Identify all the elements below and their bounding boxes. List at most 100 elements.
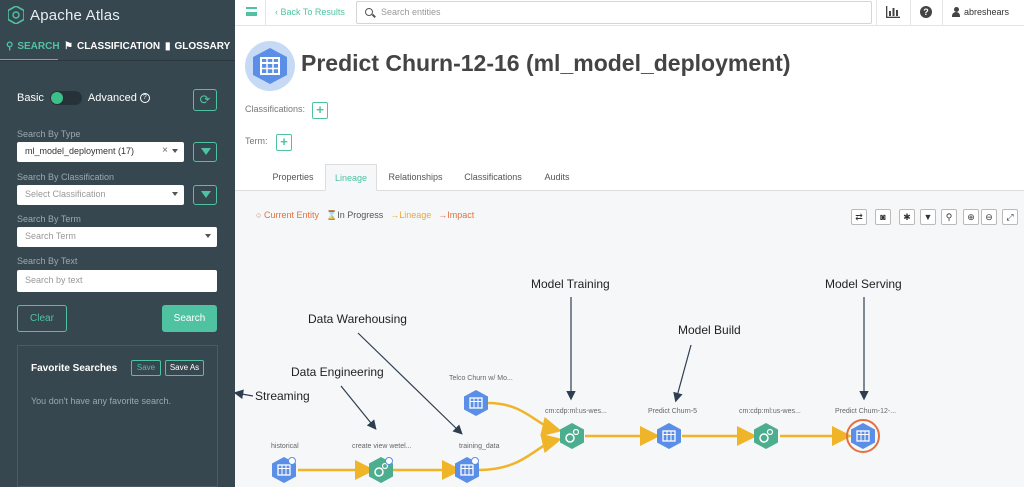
tab-lineage[interactable]: Lineage (325, 164, 377, 191)
search-icon (365, 8, 373, 16)
refresh-button[interactable]: ⟳ (193, 89, 217, 111)
basic-label: Basic (17, 92, 44, 104)
node-label: cm:cdp:ml:us-wes... (739, 408, 801, 415)
page-title: Predict Churn-12-16 (ml_model_deployment… (301, 50, 791, 76)
help-icon[interactable]: ? (139, 93, 150, 103)
edge (487, 401, 562, 437)
tab-glossary[interactable]: ▮ GLOSSARY (165, 41, 230, 52)
circle-icon: ○ (256, 210, 262, 220)
legend-current-entity: ○ Current Entity (256, 210, 319, 221)
user-menu[interactable]: abreshears (952, 7, 1009, 17)
menu-icon[interactable] (246, 7, 257, 16)
annotation-arrow (673, 344, 692, 403)
tab-classification-label: CLASSIFICATION (76, 41, 161, 52)
camera-icon: ◙ (880, 212, 886, 222)
tab-search[interactable]: ⚲ SEARCH (6, 41, 60, 52)
entity-search-placeholder: Search entities (381, 7, 441, 17)
annotation-data-warehousing: Data Warehousing (308, 312, 407, 326)
folder-icon: ▮ (165, 41, 171, 52)
type-filter-button[interactable] (193, 142, 217, 162)
node-telco-churn[interactable] (464, 390, 488, 416)
tab-properties[interactable]: Properties (272, 172, 314, 182)
app-logo[interactable]: Apache Atlas (8, 5, 120, 25)
search-text-input[interactable]: Search by text (17, 270, 217, 292)
term-label: Term: (245, 136, 268, 146)
divider (876, 0, 877, 26)
plus-icon: + (280, 134, 288, 149)
reset-button[interactable]: ⇄ (851, 209, 867, 225)
node-model-training-process[interactable] (560, 423, 584, 449)
node-label: cm:cdp:ml:us-wes... (545, 408, 607, 415)
annotation-arrow (357, 332, 463, 435)
node-training-data[interactable] (455, 457, 479, 483)
search-button[interactable]: Search (162, 305, 217, 332)
filter-button[interactable]: ▼ (920, 209, 936, 225)
lineage-edges (298, 401, 852, 480)
term-select-placeholder: Search Term (25, 231, 76, 241)
lineage-legend: ○ Current Entity ⌛In Progress →Lineage →… (256, 210, 474, 221)
tab-classifications[interactable]: Classifications (464, 172, 522, 182)
user-icon (952, 7, 960, 17)
search-mode-switch[interactable] (49, 91, 82, 105)
save-button[interactable]: Save (131, 360, 161, 376)
favorite-searches-title: Favorite Searches (31, 363, 118, 374)
annotation-streaming: Streaming (255, 389, 310, 403)
node-label: historical (271, 443, 299, 450)
search-by-text-label: Search By Text (17, 256, 78, 266)
top-header: ‹ Back To Results Search entities ? abre… (235, 0, 1024, 26)
search-by-type-label: Search By Type (17, 129, 81, 139)
sidebar: Apache Atlas ⚲ SEARCH ⚑ CLASSIFICATION ▮… (0, 0, 235, 487)
legend-current-entity-label: Current Entity (263, 210, 319, 220)
clear-selection-icon[interactable]: × (162, 145, 168, 156)
settings-button[interactable]: ✱ (899, 209, 915, 225)
add-term-button[interactable]: + (276, 134, 292, 151)
annotation-model-serving: Model Serving (825, 277, 902, 291)
node-model-build-process[interactable] (754, 423, 778, 449)
arrow-right-icon: → (438, 210, 448, 220)
search-icon: ⚲ (945, 212, 953, 222)
lineage-graph[interactable] (235, 230, 1024, 487)
tab-classification[interactable]: ⚑ CLASSIFICATION (64, 41, 160, 52)
divider (942, 0, 943, 26)
annotation-model-training: Model Training (531, 277, 610, 291)
tab-glossary-label: GLOSSARY (174, 41, 231, 52)
export-image-button[interactable]: ◙ (875, 209, 891, 225)
back-to-results-link[interactable]: ‹ Back To Results (275, 7, 345, 17)
classification-select[interactable]: Select Classification (17, 185, 184, 205)
legend-in-progress-label: In Progress (337, 210, 384, 220)
help-icon[interactable]: ? (920, 6, 932, 18)
add-classification-button[interactable]: + (312, 102, 328, 119)
classifications-label: Classifications: (245, 104, 306, 114)
legend-lineage: →Lineage (390, 210, 431, 221)
zoom-in-button[interactable]: ⊕ (963, 209, 979, 225)
tab-search-label: SEARCH (17, 41, 60, 52)
search-node-button[interactable]: ⚲ (941, 209, 957, 225)
switch-knob (50, 92, 63, 104)
entity-search-input[interactable]: Search entities (356, 1, 872, 24)
tab-relationships[interactable]: Relationships (388, 172, 443, 182)
chevron-down-icon (205, 234, 211, 238)
node-predict-churn-current[interactable] (846, 419, 880, 453)
detail-tabs: Properties Lineage Relationships Classif… (235, 164, 1024, 191)
classification-filter-button[interactable] (193, 185, 217, 205)
tab-audits[interactable]: Audits (544, 172, 570, 182)
node-create-view[interactable] (369, 457, 393, 483)
back-label: Back To Results (280, 7, 345, 17)
node-predict-churn-5[interactable] (657, 423, 681, 449)
zoom-in-icon: ⊕ (967, 212, 975, 222)
save-as-button[interactable]: Save As (165, 360, 204, 376)
legend-impact: →Impact (438, 210, 474, 221)
username: abreshears (964, 7, 1010, 17)
statistics-icon[interactable] (886, 6, 900, 18)
fullscreen-button[interactable]: ⤢ (1002, 209, 1018, 225)
zoom-out-button[interactable]: ⊖ (981, 209, 997, 225)
search-mode-toggle-row: Basic Advanced ? (17, 91, 150, 105)
node-historical[interactable] (272, 457, 296, 483)
legend-lineage-label: Lineage (399, 210, 432, 220)
filter-icon: ▼ (923, 212, 933, 222)
search-by-term-label: Search By Term (17, 214, 81, 224)
type-select[interactable]: ml_model_deployment (17) × (17, 142, 184, 162)
favorite-searches-panel: Favorite Searches Save Save As You don't… (17, 345, 218, 487)
term-select[interactable]: Search Term (17, 227, 217, 247)
clear-button[interactable]: Clear (17, 305, 67, 332)
